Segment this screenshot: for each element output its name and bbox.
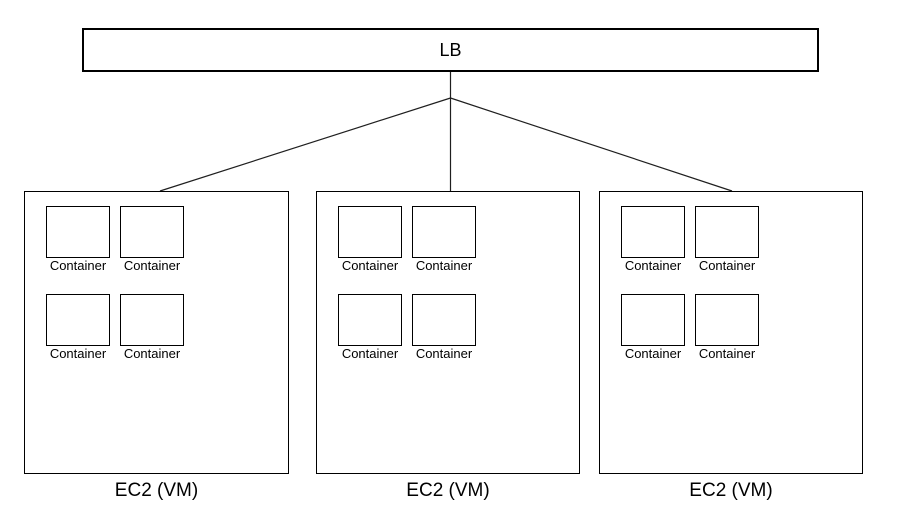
container-box — [412, 206, 476, 258]
ec2-node-1: Container Container Container Container — [24, 191, 289, 474]
container-box — [120, 206, 184, 258]
container-cell: Container — [409, 206, 479, 274]
container-cell: Container — [618, 294, 688, 362]
ec2-node-2-label: EC2 (VM) — [406, 480, 490, 501]
ec2-node-3-label: EC2 (VM) — [689, 480, 773, 501]
container-label: Container — [341, 346, 399, 361]
container-label: Container — [624, 258, 682, 273]
container-box — [621, 206, 685, 258]
container-cell: Container — [43, 206, 113, 274]
container-label: Container — [698, 258, 756, 273]
container-cell: Container — [43, 294, 113, 362]
ec2-node-1-label: EC2 (VM) — [114, 480, 199, 501]
container-label: Container — [123, 258, 181, 273]
container-cell: Container — [335, 294, 405, 362]
container-label: Container — [123, 346, 181, 361]
container-box — [695, 294, 759, 346]
container-cell: Container — [335, 206, 405, 274]
container-label: Container — [415, 258, 473, 273]
connector-left-line — [159, 97, 451, 192]
connector-right-line — [450, 97, 733, 192]
container-box — [46, 206, 110, 258]
container-box — [621, 294, 685, 346]
container-label: Container — [624, 346, 682, 361]
container-cell: Container — [618, 206, 688, 274]
container-box — [120, 294, 184, 346]
load-balancer-label: LB — [439, 40, 462, 60]
container-cell: Container — [117, 294, 187, 362]
load-balancer-node: LB — [82, 28, 819, 72]
container-cell: Container — [692, 294, 762, 362]
container-box — [412, 294, 476, 346]
container-box — [695, 206, 759, 258]
container-label: Container — [698, 346, 756, 361]
container-box — [338, 206, 402, 258]
container-box — [338, 294, 402, 346]
container-cell: Container — [409, 294, 479, 362]
container-label: Container — [341, 258, 399, 273]
container-cell: Container — [692, 206, 762, 274]
ec2-node-2: Container Container Container Container — [316, 191, 580, 474]
container-box — [46, 294, 110, 346]
container-cell: Container — [117, 206, 187, 274]
container-label: Container — [49, 346, 107, 361]
container-label: Container — [415, 346, 473, 361]
container-label: Container — [49, 258, 107, 273]
ec2-node-3: Container Container Container Container — [599, 191, 863, 474]
